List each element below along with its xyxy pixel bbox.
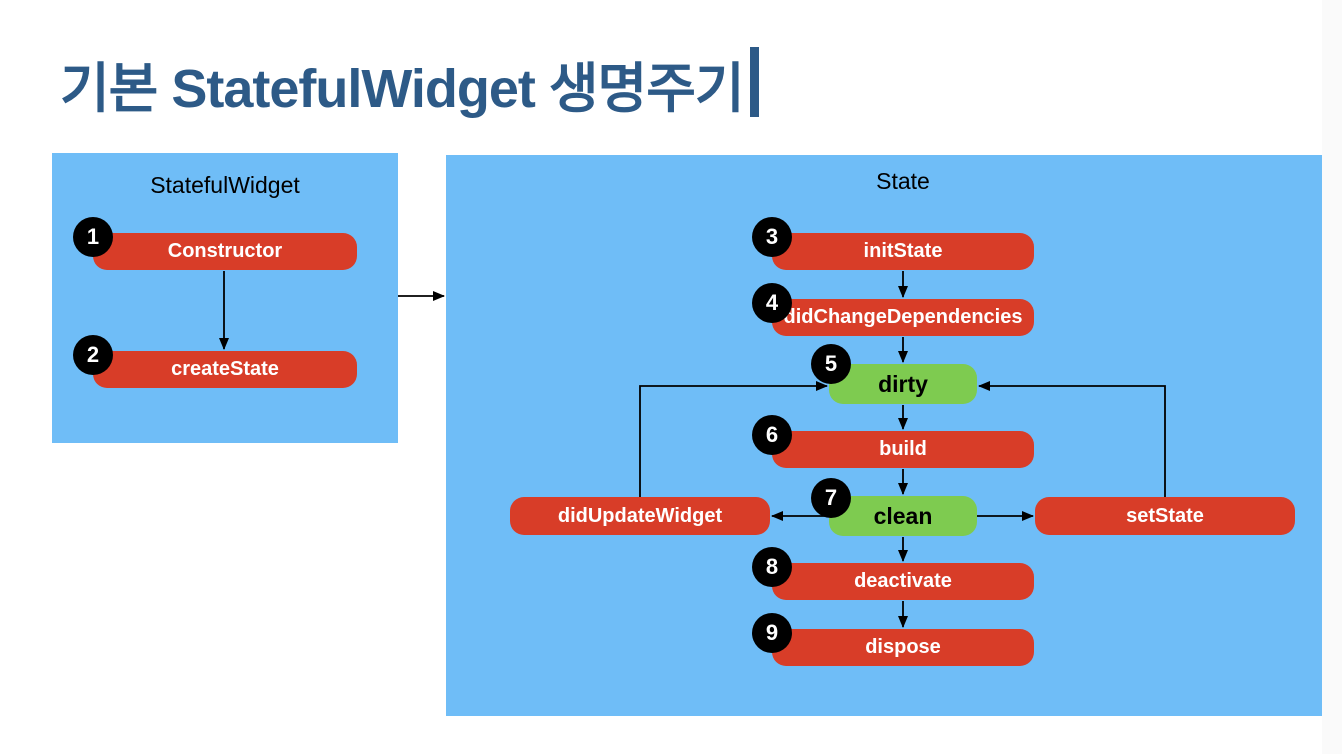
node-initstate: initState xyxy=(772,233,1034,270)
badge-9: 9 xyxy=(752,613,792,653)
badge-7: 7 xyxy=(811,478,851,518)
node-createstate: createState xyxy=(93,351,357,388)
text-cursor xyxy=(749,47,759,117)
page-title-text: 기본 StatefulWidget 생명주기 xyxy=(60,59,745,119)
node-didupdatewidget: didUpdateWidget xyxy=(510,497,770,535)
node-setstate: setState xyxy=(1035,497,1295,535)
node-dirty: dirty xyxy=(829,364,977,404)
page-margin-strip xyxy=(1322,0,1342,754)
node-dispose: dispose xyxy=(772,629,1034,666)
page-title: 기본 StatefulWidget 생명주기 xyxy=(60,44,759,123)
panel-state-label: State xyxy=(876,168,930,194)
badge-5: 5 xyxy=(811,344,851,384)
badge-2: 2 xyxy=(73,335,113,375)
badge-6: 6 xyxy=(752,415,792,455)
badge-8: 8 xyxy=(752,547,792,587)
node-deactivate: deactivate xyxy=(772,563,1034,600)
node-clean: clean xyxy=(829,496,977,536)
panel-statefulwidget xyxy=(52,153,398,443)
arrow-setstate-to-dirty xyxy=(978,381,1166,497)
node-constructor: Constructor xyxy=(93,233,357,270)
node-didchangedependencies: didChangeDependencies xyxy=(772,299,1034,336)
node-build: build xyxy=(772,431,1034,468)
arrow-didupdatewidget-to-dirty xyxy=(639,381,828,497)
badge-4: 4 xyxy=(752,283,792,323)
panel-statefulwidget-label: StatefulWidget xyxy=(150,172,300,198)
badge-3: 3 xyxy=(752,217,792,257)
badge-1: 1 xyxy=(73,217,113,257)
